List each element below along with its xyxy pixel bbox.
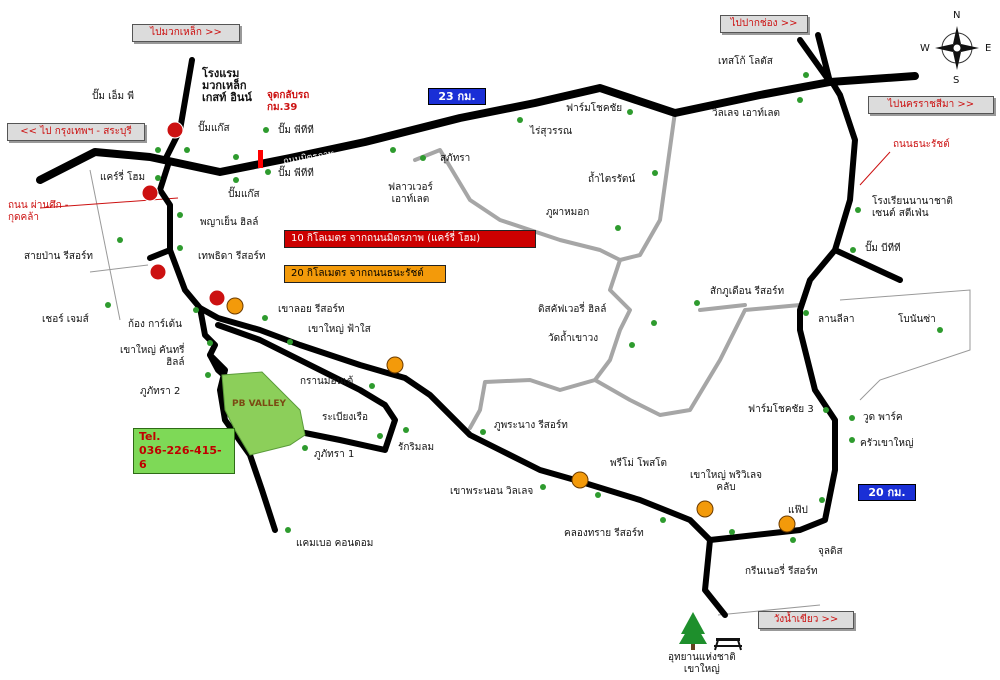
- dest-muak-lek: ไปมวกเหล็ก >>: [132, 24, 240, 42]
- pb-valley-area: [221, 371, 306, 456]
- place-label: สายป่าน รีสอร์ท: [24, 251, 93, 262]
- compass-north: N: [953, 10, 961, 21]
- place-label: กรีนเนอรี่ รีสอร์ท: [745, 566, 818, 577]
- place-label: สักภูเดือน รีสอร์ท: [710, 286, 785, 297]
- thanarat-road: [147, 79, 858, 543]
- place-label: รักริมลม: [398, 442, 435, 453]
- place-label: คลองทราย รีสอร์ท: [564, 528, 644, 539]
- thanarat-label: ถนนธนะรัชต์: [893, 139, 950, 150]
- dest-bangkok: << ไป กรุงเทพฯ - สระบุรี: [7, 123, 145, 141]
- boundary-line: [89, 169, 121, 321]
- place-label: ภูภัทรา 1: [314, 449, 355, 460]
- place-label: แคมเบอ คอนดอม: [296, 538, 374, 549]
- place-label: ฟลาวเวอร์ เอาท์เลต: [388, 182, 433, 205]
- place-label: เทพธิดา รีสอร์ท: [198, 251, 266, 262]
- place-label: ภูพระนาง รีสอร์ท: [494, 420, 568, 431]
- place-label: วัดถ้ำเขาวง: [548, 333, 599, 344]
- place-label: วูด พาร์ค: [863, 412, 903, 423]
- compass-east: E: [985, 43, 992, 54]
- place-label: ไร่สุวรรณ: [530, 126, 573, 137]
- place-label: วิลเลจ เอาท์เลต: [712, 108, 780, 119]
- compass-south: S: [953, 75, 960, 86]
- place-label: เขาใหญ่ ฟ้าใส: [308, 324, 371, 335]
- place-label: ฟาร์มโชคชัย: [566, 103, 623, 114]
- place-label: จุลดิส: [818, 546, 843, 557]
- place-label: พรีโม่ โพสโต: [610, 458, 668, 469]
- place-label: พญาเย็น ฮิลล์: [200, 217, 259, 228]
- place-label: เชอร์ เจมส์: [42, 314, 89, 325]
- place-label: ปั๊ม พีทีที: [278, 168, 314, 179]
- phone-box: Tel. 036-226-415-6: [133, 428, 235, 474]
- road-pak-chong: [797, 32, 833, 85]
- place-label: เทสโก้ โลตัส: [718, 56, 773, 67]
- place-label: ปั๊ม พีทีที: [278, 125, 314, 136]
- logo-text: PB VALLEY: [232, 399, 287, 409]
- orange-sign-icons: [226, 297, 796, 533]
- boundary-line: [839, 289, 971, 401]
- phan-suek-label: ถนน ผ่านศึก - กุดคล้า: [8, 200, 69, 223]
- boundary-line: [717, 604, 821, 616]
- bar-20km: 20 กิโลเมตร จากถนนธนะรัชต์: [284, 265, 446, 283]
- road-bonanza: [832, 247, 903, 283]
- place-label: โรงเรียนนานาชาติ เซนต์ สตีเฟ่น: [872, 196, 953, 219]
- place-label: เขาลอย รีสอร์ท: [278, 304, 345, 315]
- u-turn-label: จุดกลับรถ กม.39: [267, 90, 310, 113]
- tree-icon: [679, 612, 707, 650]
- compass: [935, 26, 979, 70]
- thanarat-pointer: [859, 151, 891, 186]
- road-muak-lek: [162, 57, 195, 163]
- place-label: ถ้ำไตรรัตน์: [588, 174, 636, 185]
- place-label: โรงแรม มวกเหล็ก เกสท์ อินน์: [202, 67, 252, 104]
- place-label: โบนันซ่า: [898, 314, 936, 325]
- mittraphap-highway: [36, 72, 919, 184]
- bar-10km: 10 กิโลเมตร จากถนนมิตรภาพ (แคร์รี่ โฮม): [284, 230, 536, 248]
- place-label: ครัวเขาใหญ่: [860, 438, 914, 449]
- red-sign-icons: [141, 121, 226, 307]
- place-label: ปั๊ม เอ็ม พี: [92, 91, 134, 102]
- place-label: ฟาร์มโชคชัย 3: [748, 404, 814, 415]
- place-label: ภูภัทรา 2: [140, 386, 181, 397]
- distance-23km: 23 กม.: [428, 88, 486, 105]
- place-label: แคร์รี่ โฮม: [100, 172, 146, 183]
- place-label: ภูผาหมอก: [546, 207, 590, 218]
- place-label: เขาใหญ่ พริวิเลจ คลับ: [690, 470, 763, 493]
- place-label: ลานลีลา: [818, 314, 855, 325]
- place-label: ก้อง การ์เด้น: [128, 319, 182, 330]
- u-turn-marker: [258, 150, 263, 168]
- place-label: แฟ๊ป: [788, 505, 808, 516]
- phone-label: Tel.: [139, 430, 161, 443]
- dest-pak-chong: ไปปากช่อง >>: [720, 15, 808, 33]
- place-label: ดิสคัฟเวอรี่ ฮิลล์: [538, 304, 607, 315]
- place-label: ปั๊ม บีทีที: [865, 243, 901, 254]
- phone-number: 036-226-415-6: [139, 444, 222, 471]
- distance-20km: 20 กม.: [858, 484, 916, 501]
- dest-korat: ไปนครราชสีมา >>: [868, 96, 994, 114]
- dest-wang-nam-khiao: วังน้ำเขียว >>: [758, 611, 854, 629]
- secondary-road: [698, 303, 747, 312]
- compass-west: W: [920, 43, 930, 54]
- place-label: เขาใหญ่ คันทรี่ ฮิลล์: [120, 345, 185, 368]
- secondary-road: [413, 110, 677, 262]
- place-label: ปั๊มแก๊ส: [198, 123, 230, 134]
- place-label: กรานมอนเต้: [300, 376, 354, 387]
- place-label: ระเบียงเรือ: [322, 412, 369, 423]
- road-camp: [207, 352, 278, 533]
- place-label: อุทยานแห่งชาติ เขาใหญ่: [668, 652, 736, 675]
- place-label: ปั๊มแก๊ส: [228, 189, 260, 200]
- road-national-park: [702, 537, 728, 618]
- place-label: สุภัทรา: [440, 153, 471, 164]
- boundary-line: [89, 264, 149, 273]
- place-label: เขาพระนอน วิลเลจ: [450, 486, 534, 497]
- secondary-road: [593, 303, 802, 417]
- picnic-table-icon: [714, 638, 742, 651]
- place-dots: [105, 72, 943, 543]
